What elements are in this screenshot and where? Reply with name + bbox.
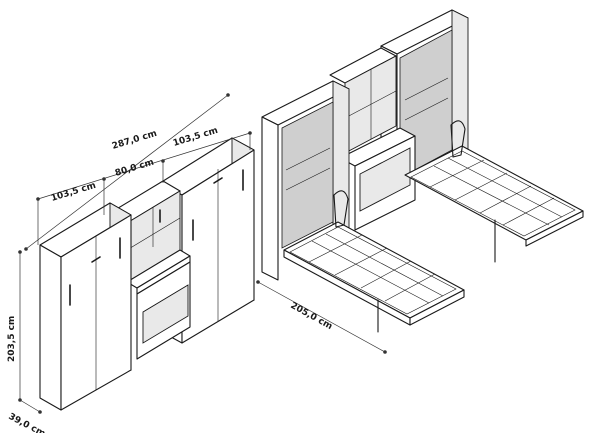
desk-width-label: 80,0 cm xyxy=(114,158,155,179)
desk-unit-open xyxy=(329,47,416,231)
left-bed-cabinet xyxy=(261,80,350,281)
right-bed-open xyxy=(404,120,584,263)
top-dimension-lines xyxy=(24,93,252,251)
depth-label: 39,0 cm xyxy=(7,412,47,433)
height-label: 203,5 cm xyxy=(7,316,17,362)
open-furniture-unit xyxy=(256,9,584,354)
right-wardrobe-width-label: 103,5 cm xyxy=(172,126,219,149)
total-width-label: 287,0 cm xyxy=(111,129,158,152)
bed-length-label: 205,0 cm xyxy=(289,301,334,332)
left-bed-open xyxy=(283,190,465,333)
bed-length-dimension xyxy=(256,280,387,354)
left-wardrobe-handle xyxy=(91,256,101,263)
closed-furniture-unit xyxy=(18,93,255,414)
height-dimension xyxy=(18,250,42,414)
left-wardrobe-closed xyxy=(39,202,132,411)
right-wardrobe-handle xyxy=(213,177,223,184)
